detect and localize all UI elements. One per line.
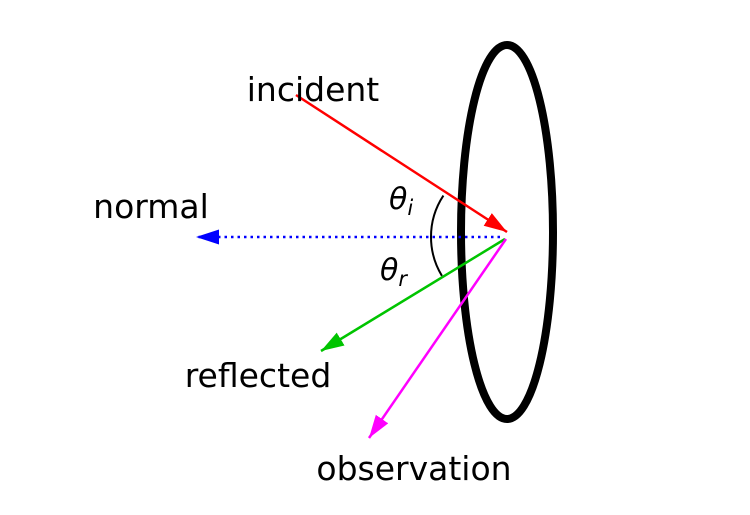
theta-i-subscript: i — [407, 196, 413, 220]
theta-r-arc — [430, 236, 443, 277]
theta-i-label: θi — [389, 182, 413, 220]
incident-label: incident — [247, 70, 380, 109]
normal-label: normal — [93, 187, 209, 226]
theta-i-symbol: θ — [389, 182, 407, 217]
surface-ellipse — [457, 41, 557, 423]
theta-r-symbol: θ — [380, 253, 398, 288]
observation-label: observation — [316, 449, 511, 488]
observation-ray — [367, 238, 508, 439]
theta-r-label: θr — [380, 253, 408, 291]
reflected-label: reflected — [185, 356, 332, 395]
theta-i-arc — [429, 195, 445, 238]
theta-r-subscript: r — [398, 267, 408, 291]
reflected-ray — [320, 237, 506, 353]
incident-ray — [295, 93, 508, 234]
